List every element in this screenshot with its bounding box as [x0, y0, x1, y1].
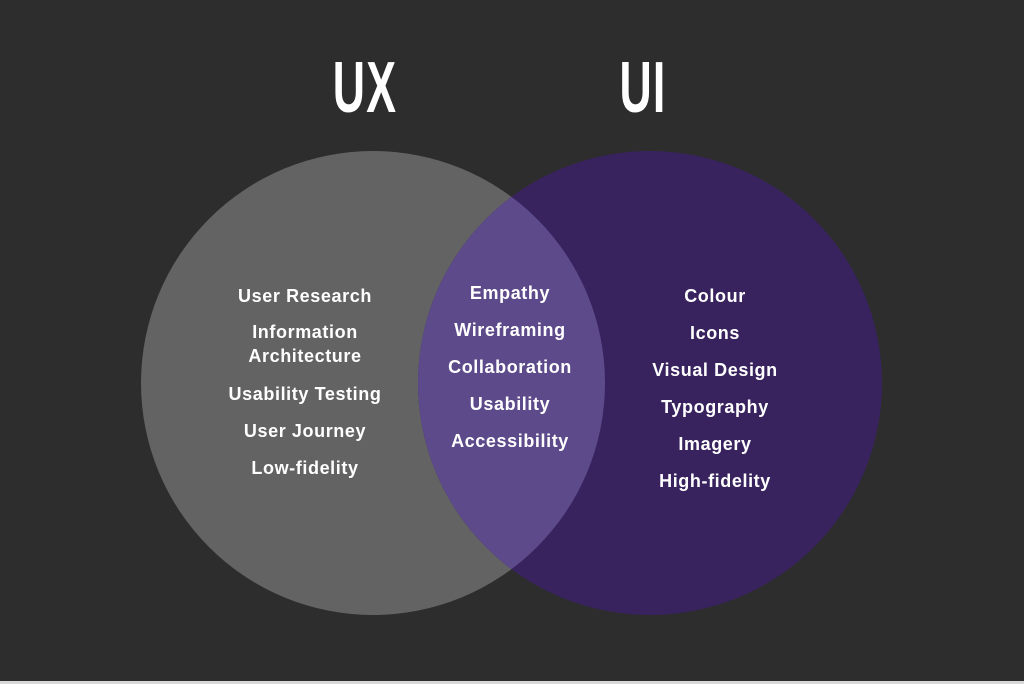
- ux-item: Information: [252, 322, 358, 342]
- ui-item: Colour: [684, 286, 746, 306]
- ui-item: Icons: [689, 323, 740, 343]
- shared-item: Accessibility: [451, 431, 569, 451]
- shared-item: Empathy: [469, 283, 551, 303]
- ux-item: User Journey: [243, 421, 367, 441]
- ux-item: Usability Testing: [228, 384, 382, 404]
- ui-item: Imagery: [678, 434, 752, 454]
- ux-heading: UX: [332, 48, 398, 128]
- ui-heading: UI: [619, 48, 667, 128]
- ux-item: Architecture: [248, 346, 362, 366]
- overlap-region: [418, 151, 605, 615]
- ui-item: Typography: [661, 397, 769, 417]
- shared-item: Wireframing: [454, 320, 566, 340]
- bottom-border: [0, 681, 1024, 684]
- ui-item: Visual Design: [652, 360, 778, 380]
- shared-item: Collaboration: [448, 357, 572, 377]
- ux-item: User Research: [238, 286, 372, 306]
- ui-item: High-fidelity: [659, 471, 771, 491]
- ux-item: Low-fidelity: [251, 458, 359, 478]
- shared-item: Usability: [469, 394, 551, 414]
